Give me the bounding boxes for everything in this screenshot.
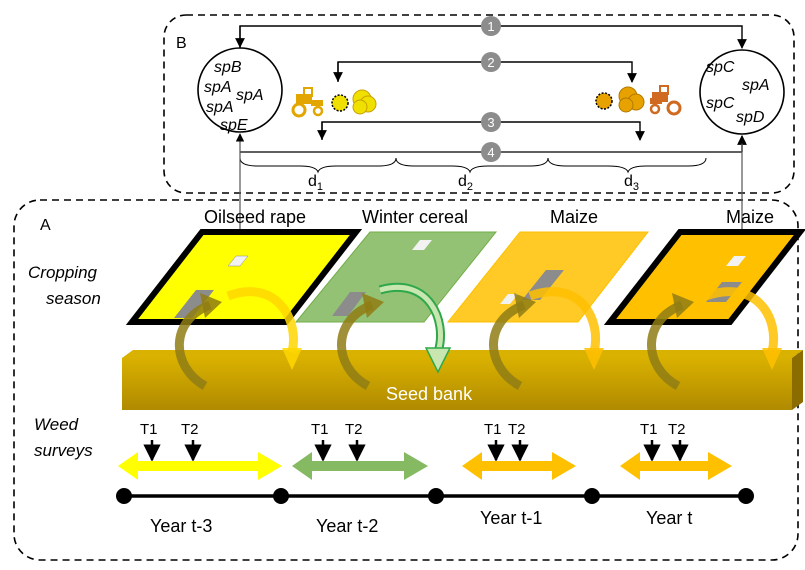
- quadrat-marker: [227, 255, 249, 267]
- timeline-node: [273, 488, 289, 504]
- flux-arrow-field-to-seedbank: [378, 283, 452, 374]
- distance-label-d2: d2: [458, 173, 473, 193]
- season-arrow-maize-2: [620, 452, 732, 480]
- season-arrow-maize-1: [462, 452, 576, 480]
- quadrat-marker: [500, 294, 518, 304]
- comparison-badge-3: 3: [481, 112, 501, 132]
- year-label: Year t-3: [150, 516, 212, 536]
- timeline-node: [584, 488, 600, 504]
- row-label-weed-surveys: Weed: [34, 415, 79, 434]
- tractor-icon: [649, 85, 682, 116]
- comparison-badge-1: 1: [481, 16, 501, 36]
- timeline-node: [738, 488, 754, 504]
- weed-plant-icon: [352, 89, 377, 115]
- species-label: spC: [706, 59, 735, 76]
- survey-timing-year-t-1: T1 T2: [484, 421, 529, 462]
- timeline-node: [428, 488, 444, 504]
- panel-b-frame: [163, 14, 795, 194]
- flux-arrow-field-to-seedbank: [528, 287, 604, 370]
- svg-text:T1: T1: [311, 421, 329, 438]
- distance-label-d1: d1: [308, 173, 323, 193]
- weed-plant-icon: [618, 86, 645, 113]
- species-label: spB: [214, 59, 242, 76]
- weed-seed-icon-small: [595, 92, 613, 110]
- season-arrow-cereal: [292, 452, 428, 480]
- row-label-cropping-season: season: [46, 289, 101, 308]
- svg-text:T2: T2: [668, 421, 686, 438]
- survey-timing-year-t: T1 T2: [640, 421, 689, 462]
- species-label: spE: [220, 117, 248, 134]
- species-label: spD: [736, 109, 765, 126]
- quadrat-marker: [412, 240, 432, 250]
- year-label: Year t: [646, 508, 692, 528]
- quadrat-marker: [726, 256, 746, 266]
- svg-text:T1: T1: [484, 421, 502, 438]
- svg-text:T1: T1: [640, 421, 658, 438]
- crop-label: Maize: [550, 207, 598, 227]
- svg-text:2: 2: [487, 55, 494, 70]
- community-circle-right: [699, 49, 785, 135]
- quadrat-marker: [332, 292, 366, 316]
- distance-brace-d1: [239, 157, 397, 174]
- year-label: Year t-1: [480, 508, 542, 528]
- seed-bank-bar: [122, 350, 803, 410]
- season-arrow-oilseed: [118, 452, 282, 480]
- distance-label-d3: d3: [624, 173, 639, 193]
- species-label: spA: [204, 79, 232, 96]
- panel-b-label: B: [176, 35, 187, 52]
- panel-a-label: A: [40, 217, 51, 234]
- row-label-cropping-season: Cropping: [28, 263, 98, 282]
- survey-timing-year-t-3: T1 T2: [140, 421, 202, 462]
- row-label-weed-surveys: surveys: [34, 441, 93, 460]
- flux-arrow-seedbank-to-field: [647, 293, 694, 390]
- flux-arrow-seedbank-to-field: [337, 293, 384, 390]
- svg-text:4: 4: [487, 145, 494, 160]
- timeline-node: [116, 488, 132, 504]
- crop-label: Oilseed rape: [204, 207, 306, 227]
- comparison-badge-4: 4: [481, 142, 501, 162]
- weed-seed-icon-small: [331, 94, 349, 112]
- species-label: spA: [206, 99, 234, 116]
- svg-text:3: 3: [487, 115, 494, 130]
- year-label: Year t-2: [316, 516, 378, 536]
- svg-text:T2: T2: [345, 421, 363, 438]
- crop-label: Winter cereal: [362, 207, 468, 227]
- flux-arrow-field-to-seedbank: [226, 287, 302, 370]
- field-maize-2: [603, 229, 805, 325]
- seed-bank-label: Seed bank: [386, 384, 473, 404]
- distance-brace-d3: [547, 157, 707, 174]
- svg-text:T1: T1: [140, 421, 158, 438]
- tractor-icon: [291, 87, 324, 118]
- species-label: spA: [742, 77, 770, 94]
- flux-arrow-seedbank-to-field: [489, 293, 536, 390]
- flux-arrow-seedbank-to-field: [174, 293, 222, 390]
- survey-timing-year-t-2: T1 T2: [311, 421, 366, 462]
- distance-brace-d2: [395, 157, 549, 174]
- svg-text:T2: T2: [181, 421, 199, 438]
- svg-text:1: 1: [487, 19, 494, 34]
- comparison-badge-2: 2: [481, 52, 501, 72]
- svg-text:T2: T2: [508, 421, 526, 438]
- crop-label: Maize: [726, 207, 774, 227]
- species-label: spA: [236, 87, 264, 104]
- species-label: spC: [706, 95, 735, 112]
- flux-arrow-field-to-seedbank: [704, 287, 782, 370]
- comparison-bracket-3: [317, 121, 645, 141]
